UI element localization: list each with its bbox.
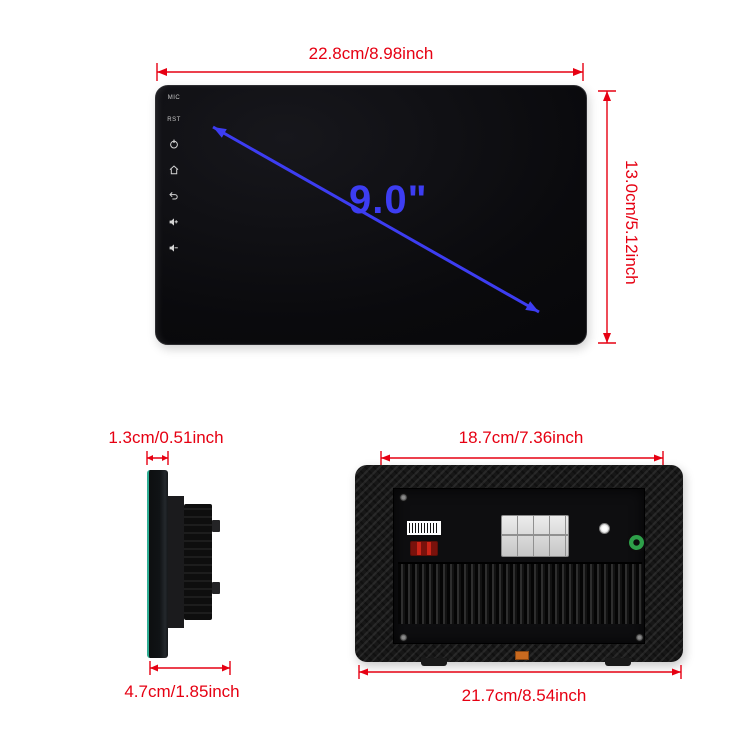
side-mount-bracket [168, 496, 184, 628]
rca-jack [627, 533, 646, 552]
side-depth-bottom-arrow [149, 661, 231, 675]
heatsink-fins [398, 562, 642, 624]
fuse-holder [515, 651, 529, 660]
rear-width-bottom-arrow [358, 665, 682, 679]
rear-width-top-arrow [380, 451, 664, 465]
rear-width-bottom-label: 21.7cm/8.54inch [461, 686, 587, 705]
front-bezel-controls: MIC RST [163, 95, 185, 253]
screen-size-label: 9.0" [349, 178, 428, 222]
rst-label: RST [167, 117, 181, 123]
rear-view-unit [355, 465, 683, 666]
power-icon [170, 139, 178, 149]
side-chassis [184, 504, 212, 620]
back-icon [169, 192, 178, 200]
screw [635, 633, 644, 642]
screen-diagonal-arrow [212, 125, 540, 314]
power-harness-connector [410, 541, 438, 556]
antenna-jack [599, 523, 610, 534]
front-width-label: 22.8cm/8.98inch [308, 44, 434, 63]
volume-up-icon [169, 218, 178, 226]
screw [399, 493, 408, 502]
barcode-sticker [407, 521, 441, 535]
side-depth-top-label: 1.3cm/0.51inch [108, 428, 224, 447]
side-depth-bottom-label: 4.7cm/1.85inch [124, 682, 240, 701]
screw [399, 633, 408, 642]
volume-down-icon [169, 244, 178, 252]
main-wiring-connector [501, 515, 569, 557]
side-connector-tab [212, 520, 220, 532]
side-view-unit [138, 462, 238, 662]
home-icon [169, 165, 179, 175]
rear-center-panel [393, 488, 645, 644]
side-connector-tab [212, 582, 220, 594]
front-height-arrow [598, 90, 616, 344]
front-height-label: 13.0cm/5.12inch [622, 160, 641, 285]
mount-foot [605, 658, 631, 666]
front-width-arrow [156, 63, 584, 81]
rear-width-top-label: 18.7cm/7.36inch [458, 428, 584, 447]
side-screen-panel [147, 470, 168, 658]
mount-foot [421, 658, 447, 666]
front-view-unit: MIC RST [155, 85, 587, 345]
side-depth-top-arrow [146, 451, 169, 465]
mic-label: MIC [167, 95, 181, 101]
